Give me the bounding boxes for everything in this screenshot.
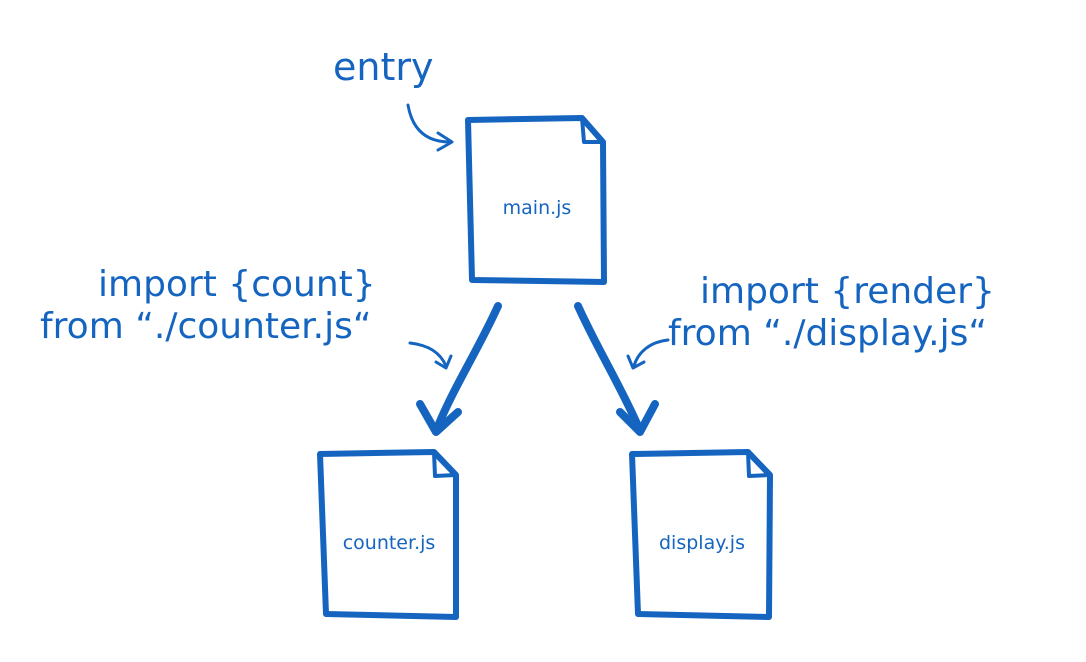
document-icon bbox=[629, 449, 773, 620]
document-icon bbox=[465, 115, 607, 285]
document-fold-icon bbox=[432, 450, 458, 478]
import-display-pointer-arrowhead bbox=[626, 354, 646, 370]
entry-pointer-arrow bbox=[406, 103, 452, 144]
entry-label: entry bbox=[333, 45, 433, 89]
import-arrow-display bbox=[574, 302, 642, 430]
import-display-line1: import {render} bbox=[700, 271, 995, 312]
import-counter-line1: import {count} bbox=[98, 264, 376, 305]
import-arrowhead-display bbox=[616, 400, 659, 436]
import-display-line2: from “./display.js“ bbox=[668, 313, 987, 354]
file-label-display: display.js bbox=[659, 532, 745, 554]
document-fold-icon bbox=[746, 450, 772, 478]
file-main-js: main.js bbox=[465, 115, 607, 285]
import-counter-pointer-arrowhead bbox=[434, 354, 453, 370]
file-counter-js: counter.js bbox=[317, 449, 459, 620]
file-label-counter: counter.js bbox=[343, 532, 436, 554]
document-icon bbox=[317, 449, 459, 620]
import-counter-pointer-arrow bbox=[408, 341, 448, 368]
import-display-pointer-arrow bbox=[632, 338, 670, 368]
entry-pointer-arrowhead bbox=[436, 131, 454, 152]
file-label-main: main.js bbox=[503, 197, 572, 219]
import-arrow-counter bbox=[434, 302, 502, 430]
file-display-js: display.js bbox=[629, 449, 773, 620]
import-arrowhead-counter bbox=[416, 400, 462, 436]
import-counter-line2: from “./counter.js“ bbox=[40, 306, 372, 347]
document-fold-icon bbox=[580, 116, 605, 144]
